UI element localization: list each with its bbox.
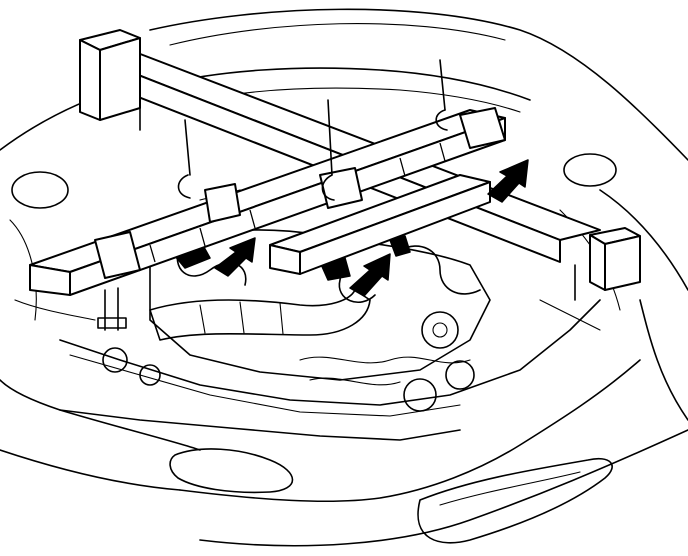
- pulley-1: [421, 311, 459, 349]
- collar-right: [459, 107, 506, 149]
- vehicle-body: [0, 8, 688, 547]
- right-fender-lower: [639, 299, 688, 421]
- hook-center: [321, 174, 335, 201]
- beam-hatch-1: [149, 142, 446, 263]
- collar-left: [94, 231, 141, 279]
- hook-right: [435, 109, 448, 131]
- front-fascia: [179, 359, 641, 503]
- right-fender: [599, 189, 688, 291]
- left-strut-tower: [11, 171, 69, 209]
- left-fender-lower: [0, 379, 201, 451]
- wiring-harness-2: [309, 377, 401, 386]
- front-fascia-lower: [199, 429, 688, 547]
- sensor-cap: [139, 364, 161, 386]
- left-headlamp: [169, 448, 294, 494]
- duct-rib-1: [199, 304, 206, 334]
- hood-edge: [149, 8, 688, 161]
- hook-rod-left: [184, 119, 191, 176]
- callout-arrow-3: [487, 159, 529, 203]
- shadow-area-3: [389, 235, 411, 257]
- collar-center: [319, 167, 363, 209]
- hook-left: [177, 174, 191, 199]
- pulley-2: [445, 360, 475, 390]
- lower-panel: [59, 409, 461, 441]
- left-inner-fender: [9, 219, 96, 321]
- left-end-block-front: [79, 39, 101, 121]
- radiator-support-inner: [69, 354, 461, 417]
- right-headlamp: [417, 458, 613, 544]
- air-intake-duct: [149, 289, 371, 341]
- hook-rod-center: [327, 99, 333, 176]
- right-end-block-front: [589, 234, 606, 291]
- callout-arrow-1: [214, 237, 256, 277]
- second-rail-side: [269, 244, 301, 275]
- collar-mid-long: [204, 183, 241, 223]
- duct-rib-2: [239, 301, 245, 334]
- callout-arrows: [214, 159, 529, 297]
- coolant-hose: [399, 245, 481, 295]
- front-bumper-left: [0, 449, 181, 491]
- cross-beam-long-top: [99, 51, 601, 241]
- callout-arrow-2: [349, 253, 391, 297]
- hook-rod-right: [439, 59, 446, 111]
- support-fixture: [29, 29, 641, 331]
- cowl-detail: [199, 87, 521, 113]
- pulley-1-hub: [432, 322, 448, 338]
- cowl: [159, 67, 531, 101]
- fan-shroud: [102, 347, 128, 373]
- radiator-support: [59, 299, 601, 406]
- upper-hose: [176, 244, 247, 286]
- wiring-harness: [299, 356, 471, 364]
- right-end-block-side: [604, 235, 641, 291]
- right-strut-tower: [563, 153, 617, 187]
- left-end-block-side: [99, 37, 141, 121]
- pulley-3: [403, 378, 437, 412]
- left-leg-foot: [97, 317, 127, 329]
- duct-rib-3: [279, 302, 284, 335]
- right-headlamp-inner: [439, 471, 581, 506]
- hood-inner-edge: [169, 23, 506, 46]
